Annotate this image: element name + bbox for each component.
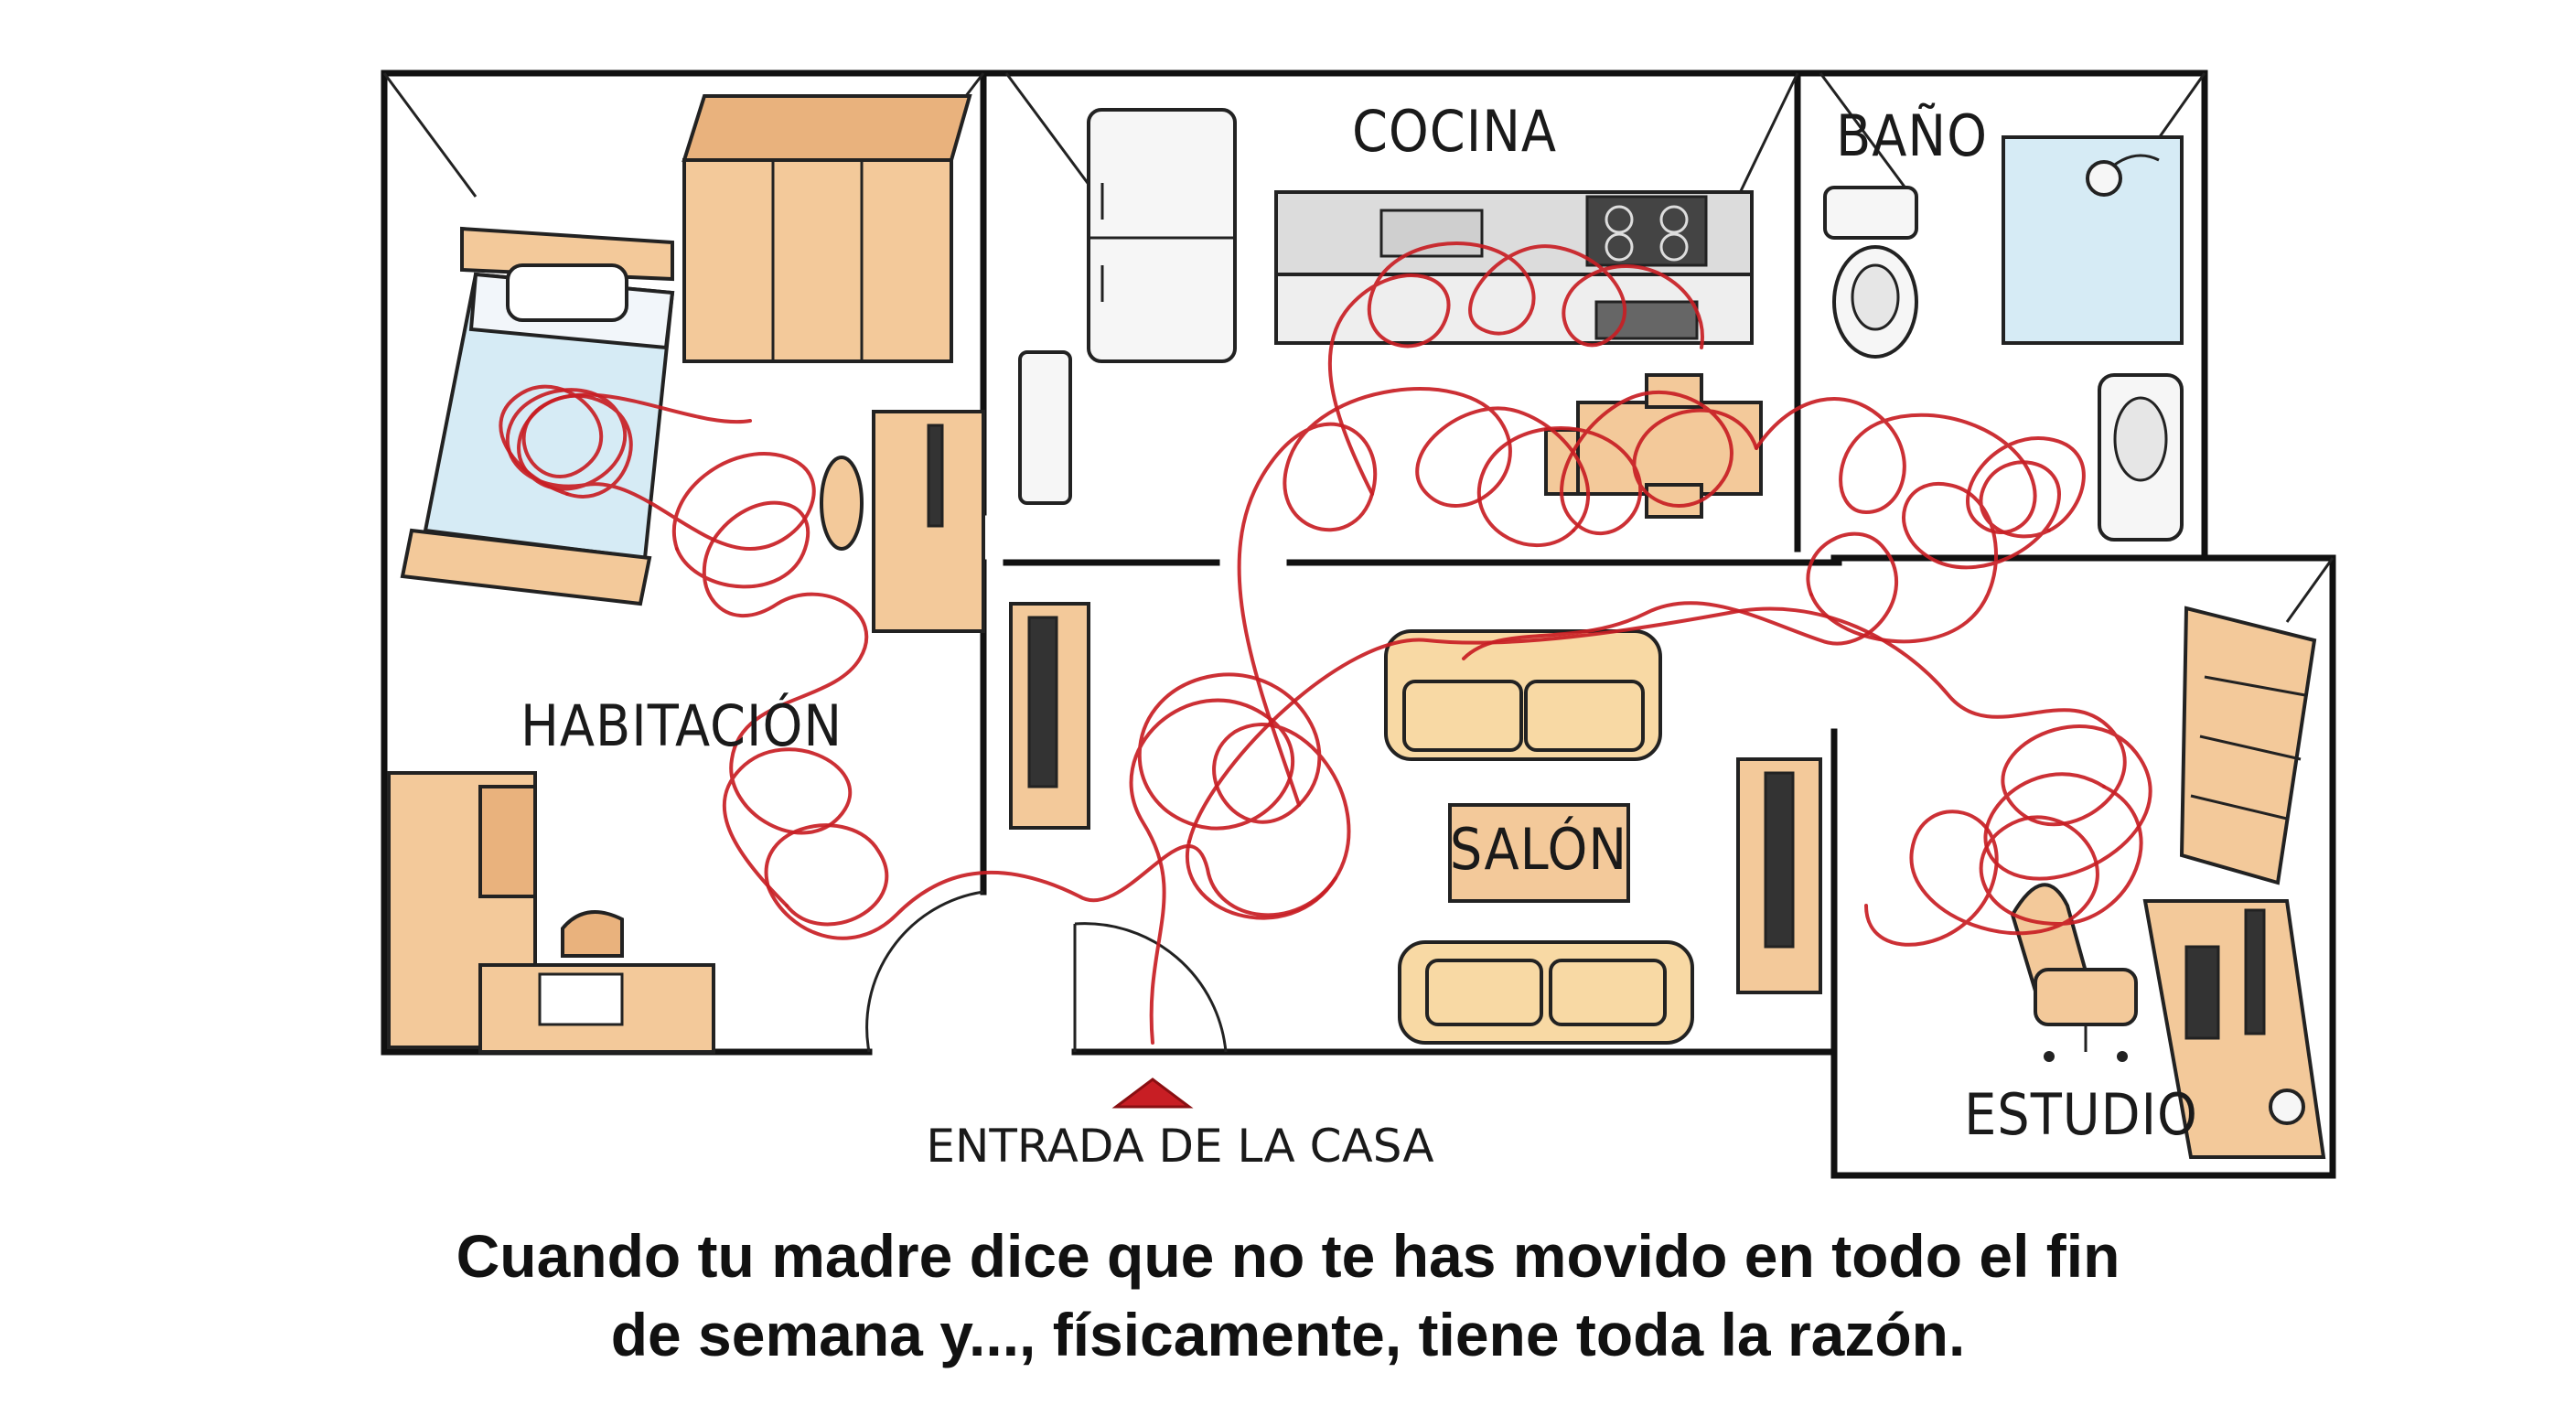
room-label-habitacion: HABITACIÓN	[521, 692, 843, 759]
sofa-top-icon	[1384, 629, 1662, 761]
salon-label-box	[1448, 803, 1630, 903]
stove-icon	[1585, 195, 1708, 267]
laptop-desk-icon	[478, 910, 715, 1054]
entrance-label: ENTRADA DE LA CASA	[926, 1120, 1433, 1173]
shower-icon	[2002, 135, 2184, 345]
washer-icon	[1018, 350, 1072, 505]
bathroom-furniture	[1823, 135, 2184, 542]
room-label-salon: SALÓN	[1450, 816, 1627, 883]
study-furniture	[2010, 606, 2326, 1159]
desk-icon	[820, 410, 985, 633]
entrance-arrow-icon	[1111, 1078, 1194, 1109]
sink-vanity-icon	[2098, 373, 2184, 542]
caption-line-1: Cuando tu madre dice que no te has movid…	[456, 1222, 2120, 1290]
kitchen-furniture	[1018, 108, 1763, 519]
sink-icon	[1379, 209, 1484, 258]
kitchen-counter-icon	[1274, 190, 1754, 345]
bookshelf-icon	[2179, 606, 2317, 885]
caption-line-2: de semana y..., físicamente, tiene toda …	[610, 1301, 1966, 1368]
room-label-cocina: COCINA	[1352, 98, 1557, 165]
sofa-bottom-icon	[1398, 940, 1694, 1045]
room-label-estudio: ESTUDIO	[1964, 1081, 2198, 1148]
office-chair-icon	[2010, 883, 2138, 1062]
tv-stand-right-icon	[1736, 757, 1822, 994]
bedroom-furniture	[387, 94, 985, 1054]
fridge-icon	[1087, 108, 1237, 363]
salon-furniture	[1009, 602, 1822, 1045]
room-label-bano: BAÑO	[1836, 102, 1988, 169]
wardrobe-icon	[682, 94, 972, 363]
study-desk-icon	[2142, 899, 2326, 1159]
tv-stand-icon	[1009, 602, 1090, 830]
toilet-icon	[1823, 186, 1918, 359]
thread-path	[499, 241, 2152, 1045]
bed-icon	[400, 226, 675, 606]
caption: Cuando tu madre dice que no te has movid…	[0, 1217, 2576, 1374]
